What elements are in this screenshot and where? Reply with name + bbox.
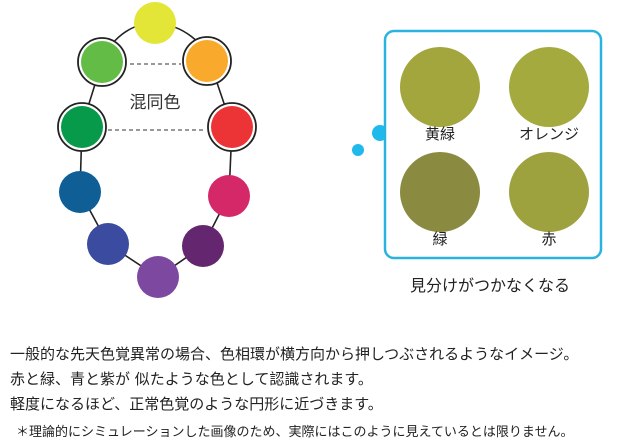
green-swatch [61, 106, 103, 148]
simulated-swatch-label: オレンジ [519, 125, 579, 143]
simulated-swatch-label: 赤 [541, 230, 556, 248]
magenta-swatch [208, 175, 250, 217]
bubble-dot-small [352, 144, 364, 156]
yellow-green-swatch [81, 41, 123, 83]
plum-swatch [182, 225, 224, 267]
description-line-3: 軽度になるほど、正常色覚のような円形に近づきます。 [10, 395, 383, 413]
yellow-swatch [134, 2, 176, 44]
simulated-swatch [509, 47, 589, 127]
panel-caption: 見分けがつかなくなる [410, 276, 570, 295]
simulated-swatch [400, 152, 480, 232]
confusion-color-label: 混同色 [130, 93, 181, 113]
purple-swatch [137, 256, 179, 298]
simulated-swatch [400, 47, 480, 127]
blue-swatch [59, 171, 101, 213]
description-line-2: 赤と緑、青と紫が 似たような色として認識されます。 [10, 370, 373, 388]
indigo-swatch [87, 223, 129, 265]
disclaimer-note: ＊理論的にシミュレーションした画像のため、実際にはこのように見えているとは限りま… [16, 425, 574, 440]
orange-swatch [186, 40, 228, 82]
simulated-swatch-label: 黄緑 [425, 125, 455, 143]
red-swatch [211, 106, 253, 148]
description-line-1: 一般的な先天色覚異常の場合、色相環が横方向から押しつぶされるようなイメージ。 [10, 345, 579, 363]
simulated-swatch-label: 緑 [432, 230, 447, 248]
simulated-swatch [509, 152, 589, 232]
